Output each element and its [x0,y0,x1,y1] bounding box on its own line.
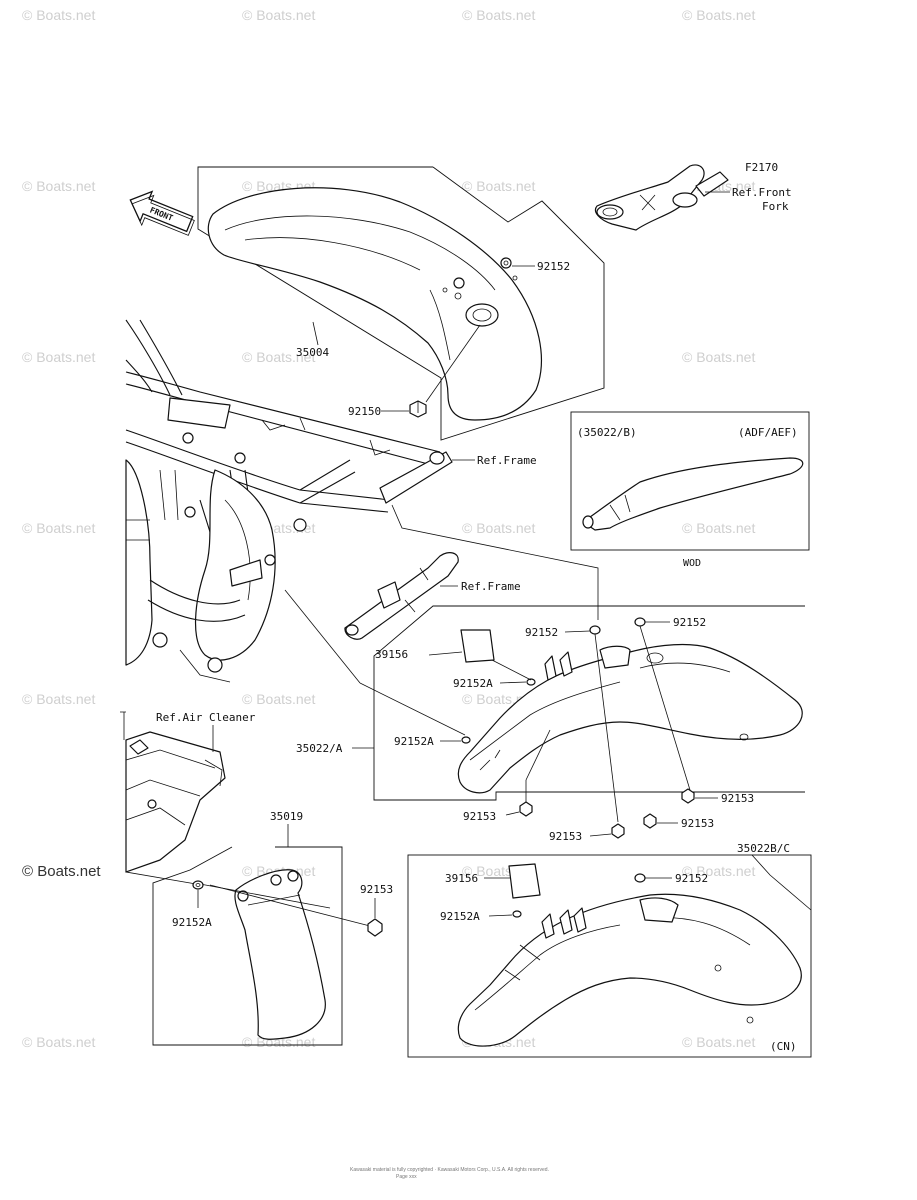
label-92152A-b: 92152A [172,916,212,929]
grommet-92152A-c [512,910,522,918]
watermark: © Boats.net [242,349,315,365]
cn-code: (CN) [770,1040,797,1053]
air-cleaner-ref [120,711,226,873]
label-35004: 35004 [296,346,329,359]
inset-caption: WOD [683,558,701,569]
watermark: © Boats.net [22,520,95,536]
label-92153-b: 92153 [360,883,393,896]
watermark: © Boats.net [462,520,535,536]
inset-market: (ADF/AEF) [738,426,798,439]
watermark: © Boats.net [242,7,315,23]
label-92153-a1: 92153 [463,810,496,823]
watermark: © Boats.net [22,349,95,365]
inset-code: (35022/B) [577,426,637,439]
watermark: © Boats.net [22,691,95,707]
bolt-92153-a4 [681,788,695,804]
footer-line2: Page xxx [396,1174,417,1180]
label-92153-a2: 92153 [549,830,582,843]
ref-frame-2: Ref.Frame [461,580,521,593]
watermark: © Boats.net [22,1034,95,1050]
label-35022BC: 35022B/C [737,842,790,855]
watermark: © Boats.net [682,349,755,365]
mud-flap-35019 [234,869,326,1040]
bolt-92153-a2 [611,823,625,839]
inset-rear-fender-part [582,457,804,531]
label-35022A: 35022/A [296,742,343,755]
washer-92152-c [634,873,646,883]
watermark-dark: © Boats.net [22,863,101,880]
label-92152-a1: 92152 [525,626,558,639]
grommet-92152A-a1 [526,678,536,686]
label-92150: 92150 [348,405,381,418]
watermark: © Boats.net [242,1034,315,1050]
rear-frame-bracket [344,552,459,640]
washer-92152-a2 [634,617,646,627]
bolt-92153-a1 [519,780,533,817]
bolt-92150 [409,400,427,418]
watermark: © Boats.net [682,520,755,536]
label-39156-a: 39156 [375,648,408,661]
ref-front-fork-line1: Ref.Front [732,186,792,199]
label-92153-a3: 92153 [681,817,714,830]
watermark: © Boats.net [242,691,315,707]
washer-92152-a1 [589,625,601,635]
reflector-39156-c [508,863,541,899]
leader-35004 [312,321,319,346]
label-92152A-a1: 92152A [453,677,493,690]
footer-line1: Kawasaki material is fully copyrighted ·… [350,1167,549,1173]
front-fender [207,187,542,421]
rear-fender-A [457,643,803,794]
watermark: © Boats.net [462,7,535,23]
label-39156-c: 39156 [445,872,478,885]
washer-92152 [500,257,512,269]
bolt-92153-a3 [643,813,657,829]
reflector-39156-a [460,629,495,663]
label-92152A-c: 92152A [440,910,480,923]
front-fork-bracket [594,164,729,231]
label-35019: 35019 [270,810,303,823]
rear-fender-BC [457,893,802,1047]
ref-frame-1: Ref.Frame [477,454,537,467]
bolt-92153-b [367,918,383,937]
watermark: © Boats.net [682,1034,755,1050]
ref-front-fork-line2: Fork [762,200,789,213]
label-92152-c: 92152 [675,872,708,885]
label-92152-a2: 92152 [673,616,706,629]
label-92152A-a2: 92152A [394,735,434,748]
label-92153-a4: 92153 [721,792,754,805]
watermark: © Boats.net [462,178,535,194]
inset-box-35022B [570,411,810,551]
watermark: © Boats.net [682,7,755,23]
watermark: © Boats.net [682,863,755,879]
front-arrow-icon: FRONT [129,190,195,236]
label-f2170: F2170 [745,161,778,174]
watermark: © Boats.net [22,178,95,194]
rear-fender-BC-group-box [407,854,812,1058]
mudflap-group-box [152,846,343,1046]
motorcycle-frame [125,319,453,683]
rear-fender-A-group-box [373,605,805,801]
grommet-92152A-a2 [461,736,471,744]
ref-air-cleaner: Ref.Air Cleaner [156,711,256,724]
grommet-92152A-b [192,880,204,890]
label-92152: 92152 [537,260,570,273]
front-fender-group-box [197,166,605,441]
watermark: © Boats.net [22,7,95,23]
